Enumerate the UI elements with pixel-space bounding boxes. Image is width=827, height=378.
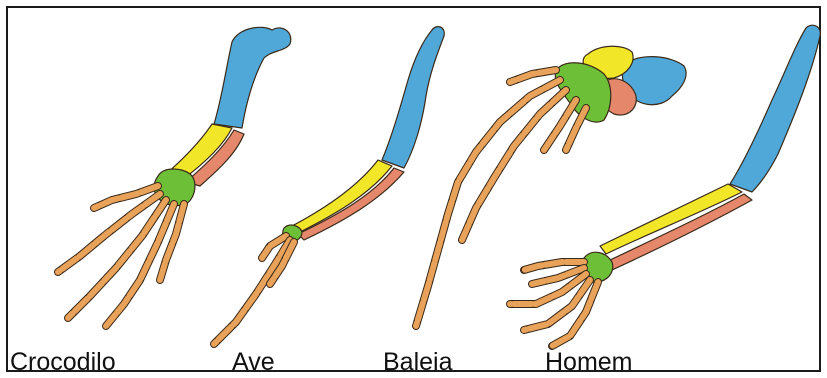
- crocodile-humerus: [214, 27, 291, 128]
- label-bird: Ave: [232, 348, 275, 376]
- label-human: Homem: [545, 348, 633, 376]
- label-whale: Baleia: [383, 348, 453, 376]
- bird-digits: [214, 236, 294, 344]
- human-digits: [510, 262, 598, 346]
- crocodile-limb: [58, 27, 291, 326]
- crocodile-digits: [58, 186, 184, 326]
- bird-digit-2: [214, 240, 290, 344]
- whale-limb: [416, 46, 686, 326]
- bird-humerus: [382, 27, 444, 168]
- human-humerus: [730, 25, 820, 192]
- bird-ulna: [298, 168, 404, 240]
- human-radius: [600, 184, 742, 254]
- whale-digits: [416, 70, 586, 326]
- label-crocodile: Crocodilo: [10, 348, 116, 376]
